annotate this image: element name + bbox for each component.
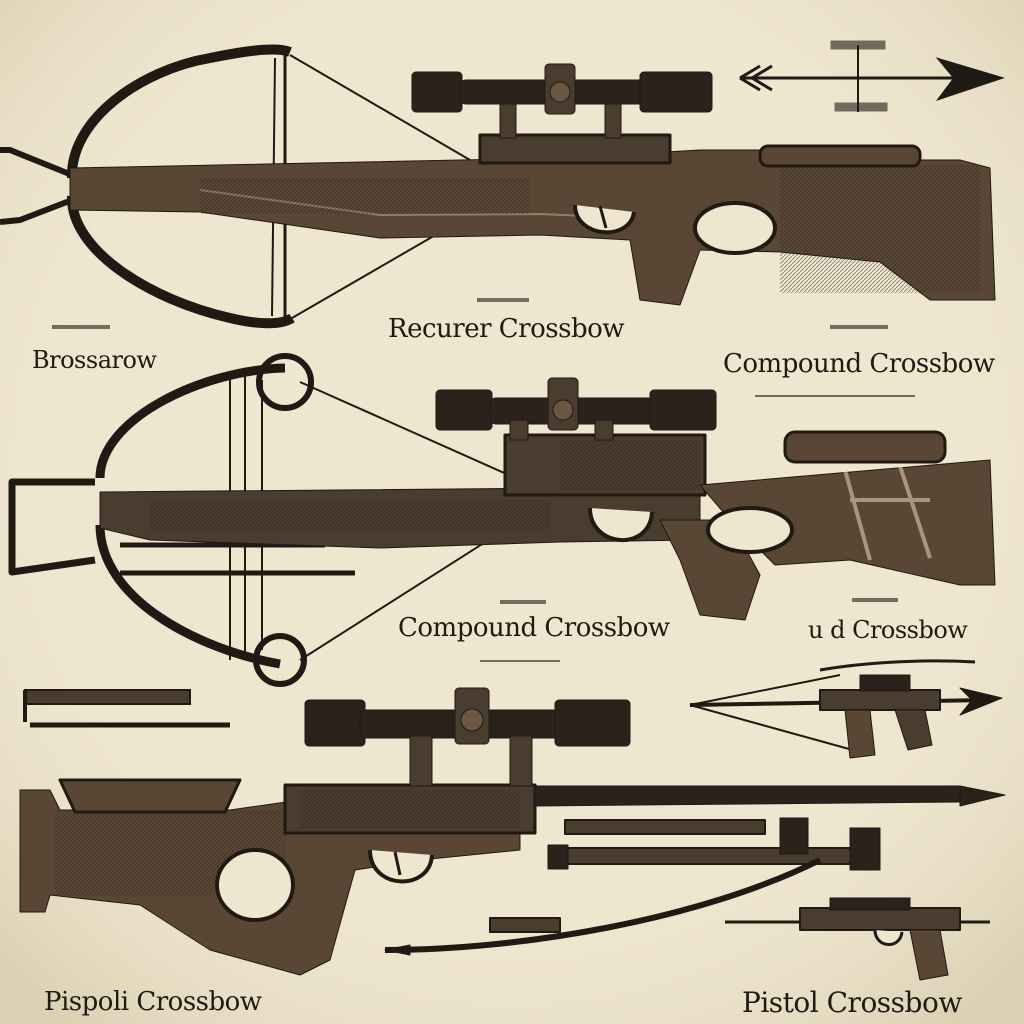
- label-brossarow: Brossarow: [32, 346, 157, 374]
- recurve-crossbow-illustration: [0, 44, 996, 329]
- label-pistol-crossbow: Pistol Crossbow: [742, 986, 962, 1019]
- compound-crossbow-illustration: [8, 353, 996, 687]
- compound-scope: [435, 377, 717, 441]
- label-recurer-crossbow: Recurer Crossbow: [388, 314, 625, 344]
- pistol-grip-scope: [304, 687, 631, 787]
- decorative-rules: [52, 298, 915, 662]
- pistol-crossbow-illustration: [725, 897, 990, 981]
- label-compound-crossbow-top: Compound Crossbow: [723, 349, 995, 379]
- pistol-grip-crossbow-illustration: [19, 687, 1006, 976]
- label-partial-crossbow: u d Crossbow: [808, 616, 968, 644]
- small-crossbow-illustration: [689, 659, 1003, 759]
- recurve-scope: [411, 63, 713, 115]
- arrow-illustration: [739, 40, 1005, 112]
- bolt-parts-left: [23, 689, 230, 728]
- label-pispoli-crossbow: Pispoli Crossbow: [44, 987, 262, 1017]
- label-compound-crossbow-middle: Compound Crossbow: [398, 613, 670, 643]
